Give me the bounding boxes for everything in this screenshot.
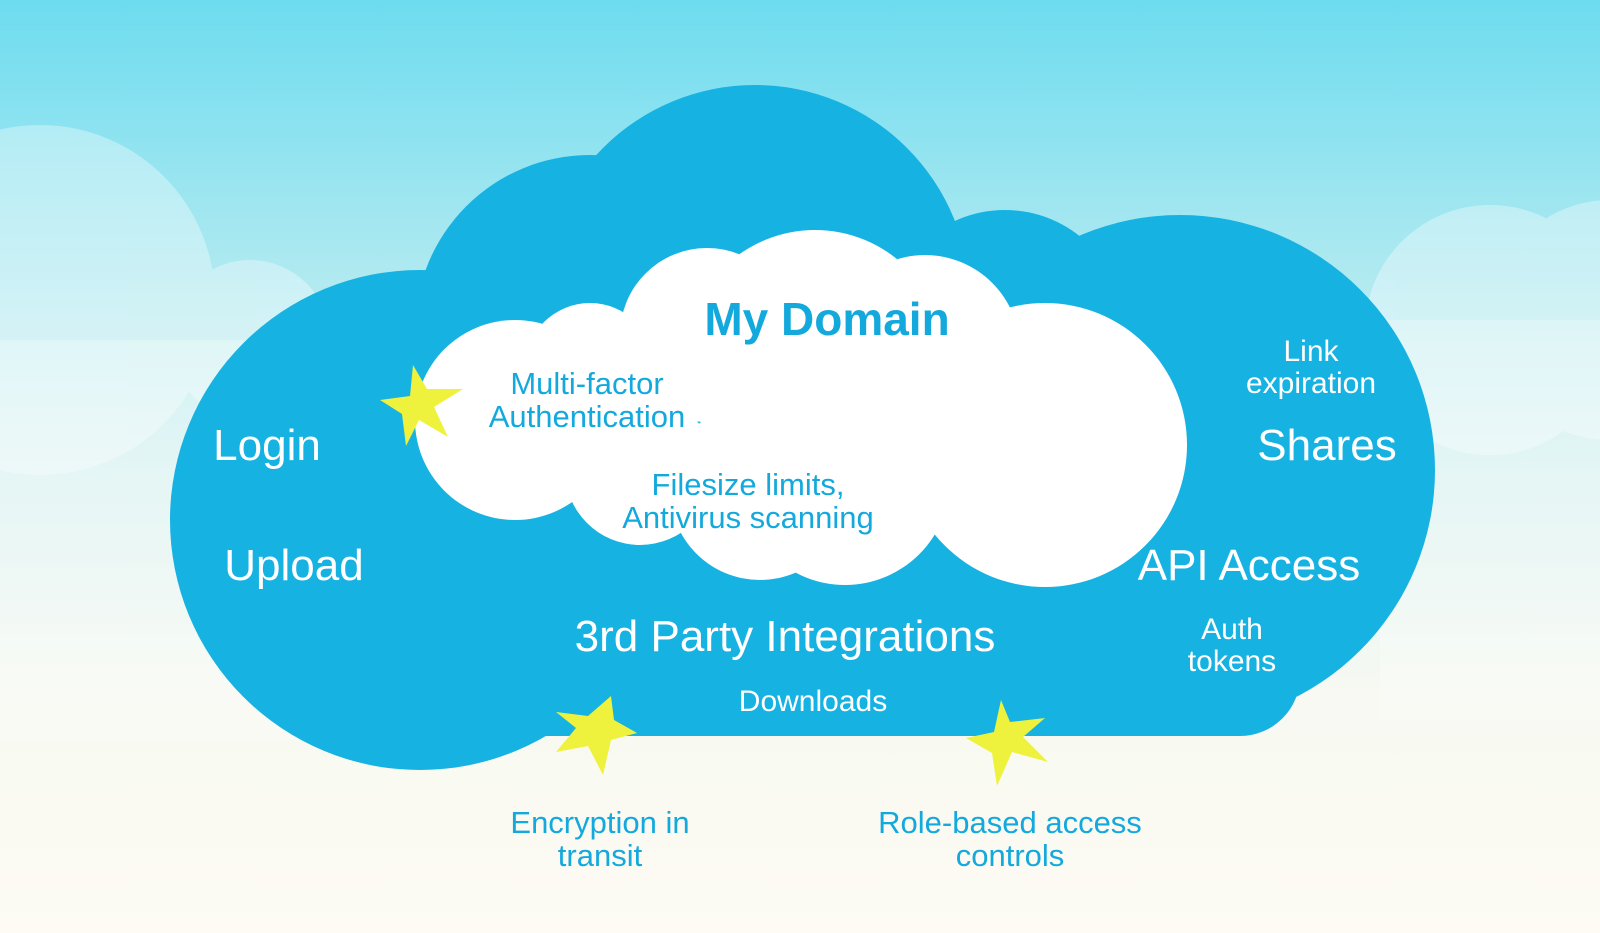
- star-icon: [556, 696, 637, 775]
- label-auth-tokens: Auth tokens: [1177, 613, 1287, 679]
- label-mfa: Multi-factor Authentication: [457, 367, 717, 434]
- background-clouds: [0, 125, 1600, 475]
- label-downloads: Downloads: [738, 685, 888, 718]
- label-link-expiration: Link expiration: [1226, 335, 1396, 401]
- label-encryption-text: Encryption in transit: [510, 805, 690, 874]
- star-icons: [380, 365, 1048, 786]
- page-title: My Domain: [704, 293, 950, 345]
- label-auth-tokens-text: Auth tokens: [1187, 613, 1277, 679]
- star-icon: [966, 700, 1048, 786]
- label-link-expiration-text: Link expiration: [1245, 335, 1377, 401]
- label-shares: Shares: [1257, 421, 1397, 470]
- label-encryption: Encryption in transit: [500, 806, 700, 873]
- label-third-party: 3rd Party Integrations: [574, 612, 996, 661]
- label-rbac: Role-based access controls: [875, 806, 1145, 873]
- label-mfa-text: Multi-factor Authentication: [488, 366, 686, 435]
- label-upload: Upload: [224, 541, 364, 590]
- label-login: Login: [213, 421, 321, 470]
- inner-cloud-shape: [415, 230, 1187, 587]
- label-filesize-text: Filesize limits, Antivirus scanning: [622, 467, 874, 536]
- label-api-access: API Access: [1137, 541, 1361, 590]
- label-rbac-text: Role-based access controls: [878, 805, 1142, 874]
- star-icon: [380, 365, 463, 446]
- label-filesize: Filesize limits, Antivirus scanning: [598, 468, 898, 535]
